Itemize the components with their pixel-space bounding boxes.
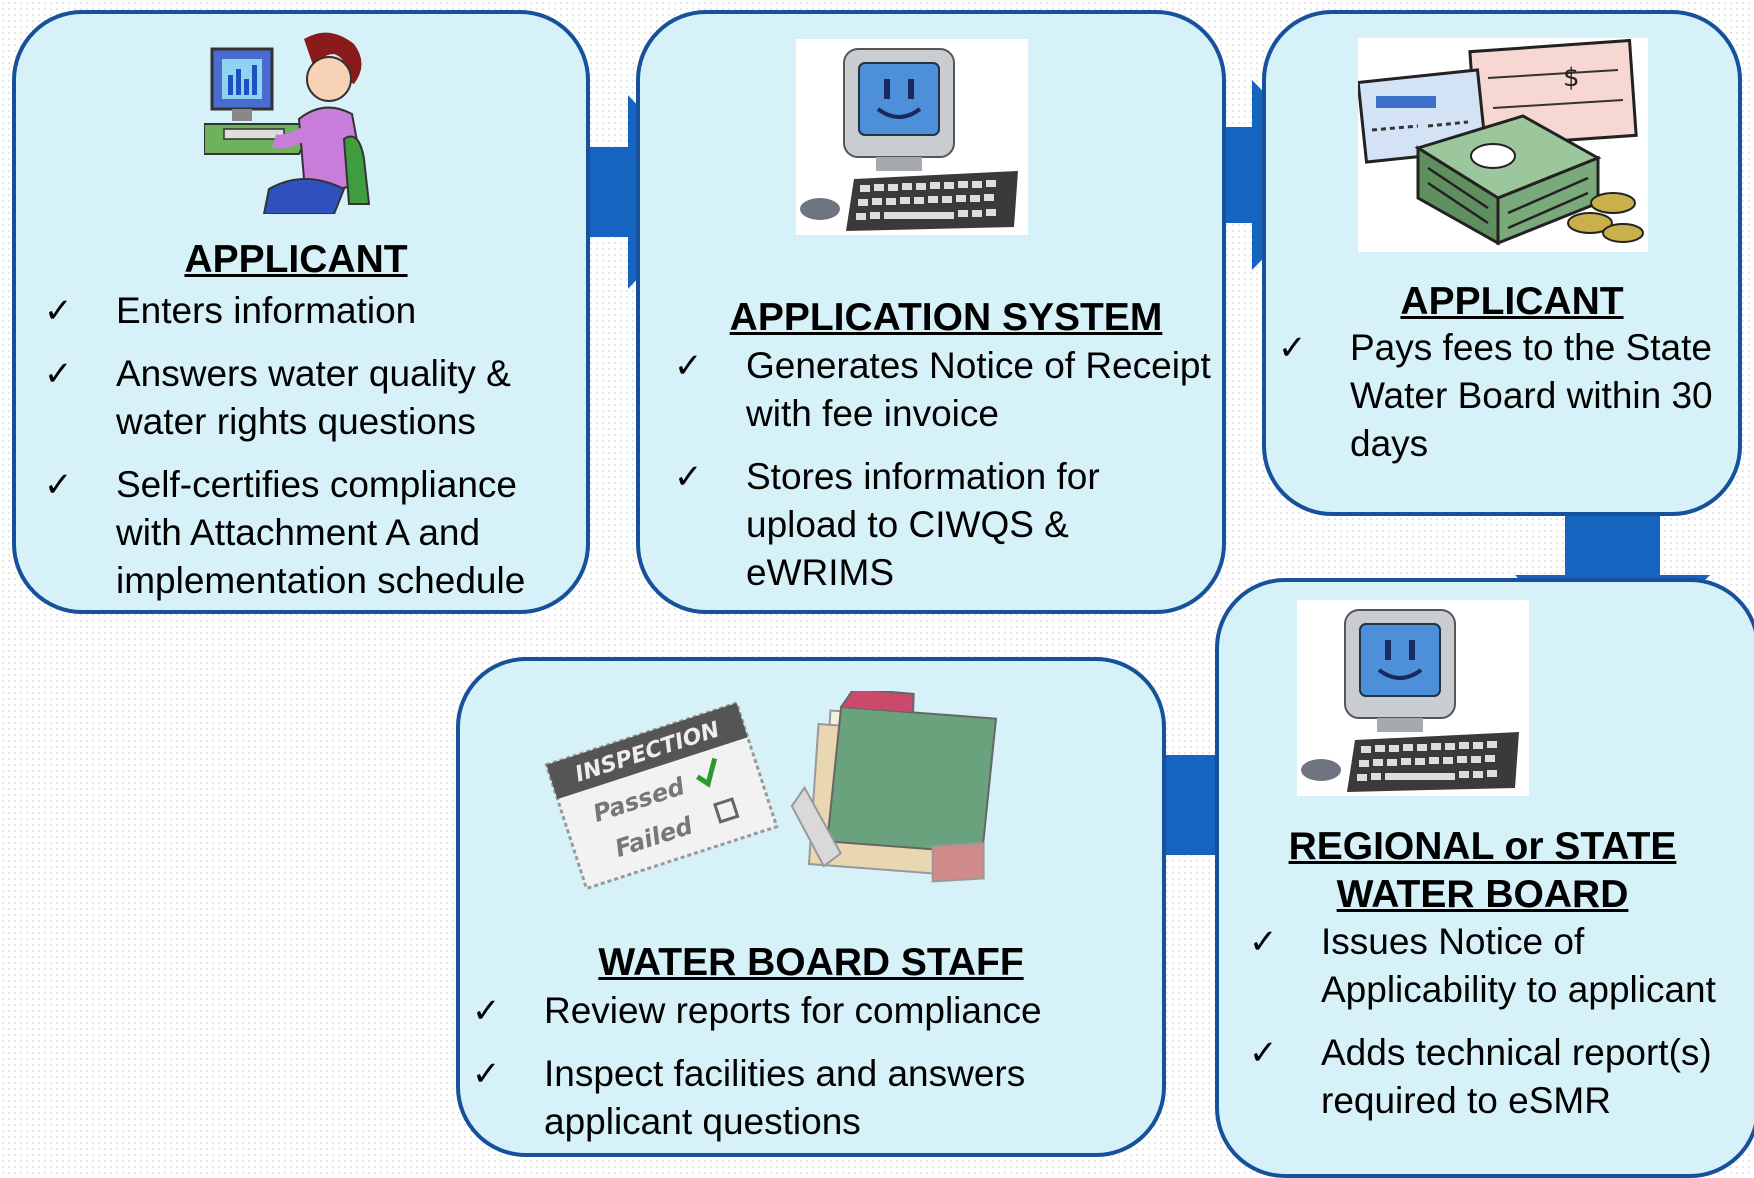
- step1-title: APPLICANT: [184, 238, 408, 281]
- item-text: Pays fees to the State Water Board withi…: [1350, 327, 1713, 464]
- inspection-card-icon: INSPECTION Passed Failed: [544, 701, 779, 891]
- svg-text:$: $: [1563, 63, 1580, 93]
- step4-list: ✓ Issues Notice of Applicability to appli…: [1249, 918, 1754, 1125]
- item-text: Issues Notice of Applicability to applic…: [1321, 921, 1716, 1010]
- step-applicant-pays: $ APPLICANT ✓ Pays fees to the State Wate…: [1262, 10, 1742, 516]
- file-folders-icon: [790, 691, 998, 883]
- check-icon: ✓: [674, 347, 703, 385]
- step4-title: REGIONAL or STATE WATER BOARD: [1288, 825, 1677, 916]
- list-item: ✓ Self-certifies compliance with Attachme…: [44, 461, 564, 605]
- list-item: ✓ Pays fees to the State Water Board with…: [1278, 324, 1738, 468]
- step-applicant-enters: APPLICANT ✓ Enters information ✓ Answers w…: [12, 10, 590, 614]
- item-text: Stores information for upload to CIWQS &…: [746, 456, 1100, 593]
- step5-title: WATER BOARD STAFF: [598, 941, 1024, 984]
- woman-at-computer-icon: [204, 32, 371, 214]
- item-text: Review reports for compliance: [544, 990, 1042, 1031]
- item-text: Inspect facilities and answers applicant…: [544, 1053, 1026, 1142]
- item-text: Answers water quality & water rights que…: [116, 353, 511, 442]
- smiling-computer-icon: [796, 39, 1028, 235]
- check-icon: ✓: [674, 458, 703, 496]
- list-item: ✓ Stores information for upload to CIWQS …: [674, 453, 1214, 597]
- list-item: ✓ Enters information: [44, 287, 564, 335]
- check-icon: ✓: [1278, 329, 1307, 367]
- step-application-system: APPLICATION SYSTEM ✓ Generates Notice of …: [636, 10, 1226, 614]
- check-icon: ✓: [472, 992, 501, 1030]
- list-item: ✓ Answers water quality & water rights qu…: [44, 350, 564, 446]
- list-item: ✓ Review reports for compliance: [472, 987, 1162, 1035]
- step1-list: ✓ Enters information ✓ Answers water quali…: [44, 287, 564, 605]
- step-water-board: REGIONAL or STATE WATER BOARD ✓ Issues No…: [1215, 578, 1754, 1178]
- list-item: ✓ Issues Notice of Applicability to appli…: [1249, 918, 1754, 1014]
- item-text: Generates Notice of Receipt with fee inv…: [746, 345, 1211, 434]
- step2-title: APPLICATION SYSTEM: [729, 296, 1163, 339]
- check-icon: ✓: [1249, 1034, 1278, 1072]
- step-water-board-staff: INSPECTION Passed Failed WATER BOARD STA…: [456, 657, 1166, 1157]
- check-icon: ✓: [44, 466, 73, 504]
- step3-list: ✓ Pays fees to the State Water Board with…: [1278, 324, 1738, 468]
- step2-list: ✓ Generates Notice of Receipt with fee in…: [674, 342, 1214, 597]
- item-text: Adds technical report(s) required to eSM…: [1321, 1032, 1712, 1121]
- step5-list: ✓ Review reports for compliance ✓ Inspect …: [472, 987, 1162, 1146]
- check-icon: ✓: [1249, 923, 1278, 961]
- list-item: ✓ Inspect facilities and answers applican…: [472, 1050, 1162, 1146]
- list-item: ✓ Adds technical report(s) required to eS…: [1249, 1029, 1754, 1125]
- item-text: Enters information: [116, 290, 417, 331]
- check-icon: ✓: [44, 355, 73, 393]
- step3-title: APPLICANT: [1400, 280, 1624, 323]
- checks-and-cash-icon: $: [1358, 38, 1648, 252]
- list-item: ✓ Generates Notice of Receipt with fee in…: [674, 342, 1214, 438]
- smiling-computer-icon: [1297, 600, 1529, 796]
- arrow-down: [1515, 482, 1710, 672]
- check-icon: ✓: [472, 1055, 501, 1093]
- item-text: Self-certifies compliance with Attachmen…: [116, 464, 526, 601]
- check-icon: ✓: [44, 292, 73, 330]
